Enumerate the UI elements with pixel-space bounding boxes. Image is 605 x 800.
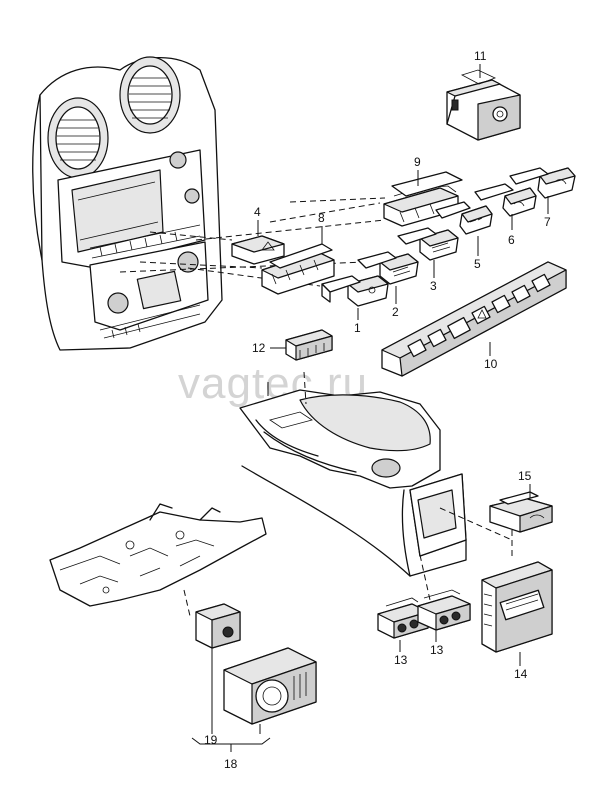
callout-14: 14 [514, 667, 528, 681]
callout-1: 1 [354, 321, 361, 335]
part-15-switch [489, 484, 553, 533]
part-8-switch-frame [261, 226, 335, 295]
part-5-switch [435, 201, 493, 256]
callout-2: 2 [392, 305, 399, 319]
callout-4: 4 [254, 205, 261, 219]
part-1-switch [321, 275, 389, 320]
part-3-switch [397, 227, 459, 278]
callout-13-left: 13 [394, 653, 408, 667]
callout-18: 18 [224, 757, 238, 771]
part-12-connector [270, 329, 333, 361]
callout-7: 7 [544, 215, 551, 229]
console-leader-lines [419, 507, 513, 601]
callout-13-right: 13 [430, 643, 444, 657]
lower-trim-bracket [49, 503, 267, 617]
callout-19: 19 [204, 733, 218, 747]
part-6-switch [474, 183, 537, 230]
part-14-module [481, 561, 553, 666]
callout-11: 11 [474, 49, 487, 63]
part-11-switch-module [446, 64, 521, 141]
part-13-switch-left [377, 597, 429, 652]
part-13-switch-right [417, 589, 471, 642]
callout-labels: 1 2 3 4 5 6 7 8 9 10 11 12 13 13 14 15 1… [204, 49, 551, 771]
callout-5: 5 [474, 257, 481, 271]
dashboard-center-console [32, 56, 223, 351]
callout-9: 9 [414, 155, 421, 169]
center-console [239, 371, 467, 577]
callout-12: 12 [252, 341, 266, 355]
part-10-switch-panel [381, 261, 567, 377]
callout-3: 3 [430, 279, 437, 293]
part-9-switch-block [383, 170, 463, 227]
callout-6: 6 [508, 233, 515, 247]
callout-10: 10 [484, 357, 498, 371]
part-18-light-switch [191, 647, 317, 752]
callout-15: 15 [518, 469, 532, 483]
callout-8: 8 [318, 211, 325, 225]
part-4-hazard-switch [231, 220, 285, 265]
part-19-switch [195, 603, 241, 734]
part-7-switch [509, 167, 576, 214]
part-2-switch [357, 251, 419, 304]
